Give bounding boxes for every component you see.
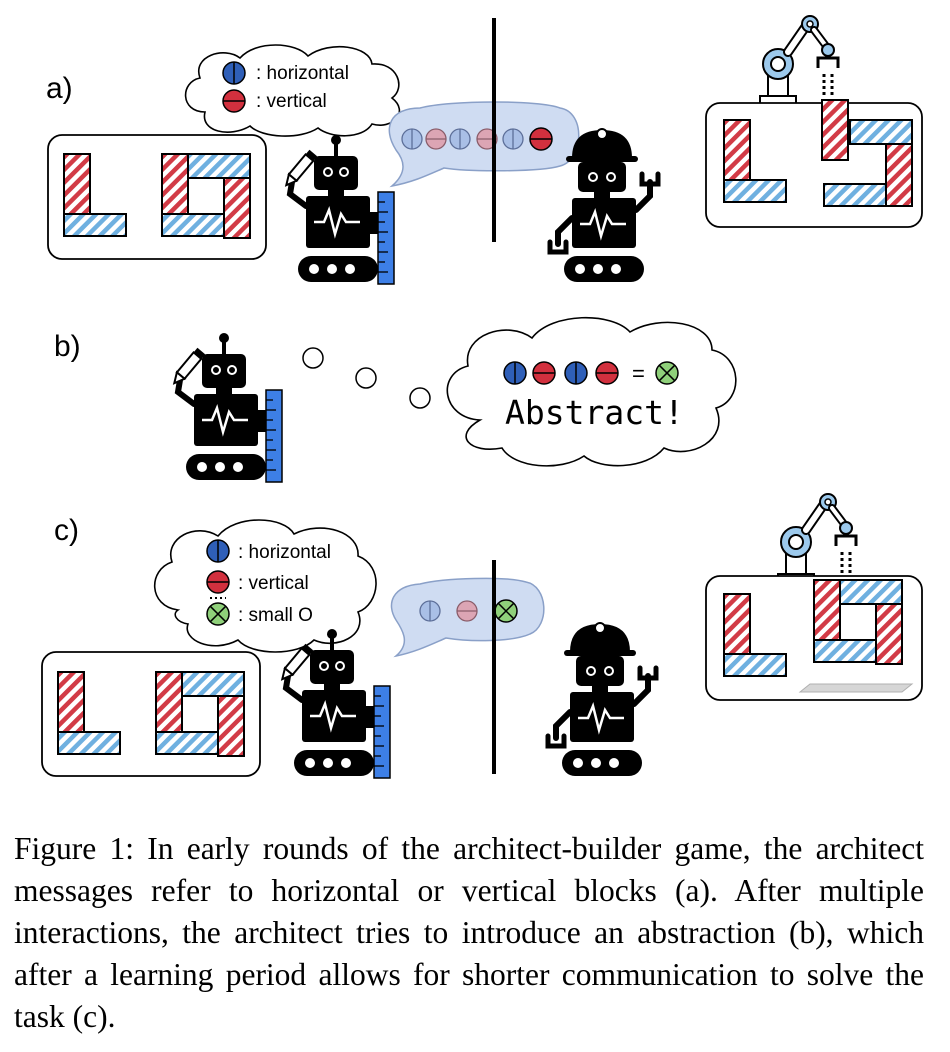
abstract-token-3: [564, 361, 588, 385]
label-c: c): [54, 514, 79, 547]
robot-arm-a: [760, 16, 838, 104]
horizontal-token-icon: [222, 61, 246, 85]
message-token-2: [425, 128, 447, 150]
vertical-token-icon: [222, 89, 246, 113]
horizontal-token-icon-c: [206, 539, 230, 563]
message-c-token-2: [456, 600, 478, 622]
figure-illustration: a) : horizontal : vertical b) = Abstract…: [41, 0, 923, 820]
label-b: b): [54, 330, 81, 363]
message-token-1: [401, 128, 423, 150]
legend-c-small: : small O: [238, 605, 313, 626]
figure-caption: Figure 1: In early rounds of the archite…: [14, 831, 924, 1034]
equals-sign: =: [632, 361, 645, 386]
placed-vertical-block-2: [885, 143, 913, 207]
legend-c-horizontal: : horizontal: [238, 542, 331, 563]
architect-robot-b: [170, 333, 282, 482]
message-token-5: [502, 128, 524, 150]
label-a: a): [46, 72, 73, 105]
placement-shadow: [798, 683, 914, 693]
message-c-token-3: [494, 599, 518, 623]
placed-horizontal-block: [849, 119, 913, 145]
abstract-token-2: [532, 361, 556, 385]
thought-dot-1: [302, 347, 324, 369]
legend-a-vertical: : vertical: [256, 91, 327, 112]
message-token-3: [449, 128, 471, 150]
abstract-result-icon: [655, 361, 679, 385]
builder-robot-c: [548, 623, 656, 776]
small-o-token-icon: [206, 602, 230, 626]
vertical-token-icon-c: [206, 570, 230, 594]
abstract-token-4: [595, 361, 619, 385]
thought-dot-3: [409, 387, 431, 409]
thought-cloud-b: [446, 316, 737, 467]
architect-robot-a: [282, 135, 394, 284]
legend-a-horizontal: : horizontal: [256, 63, 349, 84]
message-token-6: [529, 127, 553, 151]
architect-robot-c: [278, 629, 390, 778]
robot-arm-c: [778, 494, 856, 582]
placed-horizontal-block-2: [823, 183, 887, 207]
legend-c-vertical: : vertical: [238, 573, 309, 594]
message-c-token-1: [419, 600, 441, 622]
thought-dot-2: [355, 367, 377, 389]
abstract-text: Abstract!: [505, 393, 684, 432]
abstract-token-1: [503, 361, 527, 385]
placed-vertical-block: [821, 99, 849, 161]
